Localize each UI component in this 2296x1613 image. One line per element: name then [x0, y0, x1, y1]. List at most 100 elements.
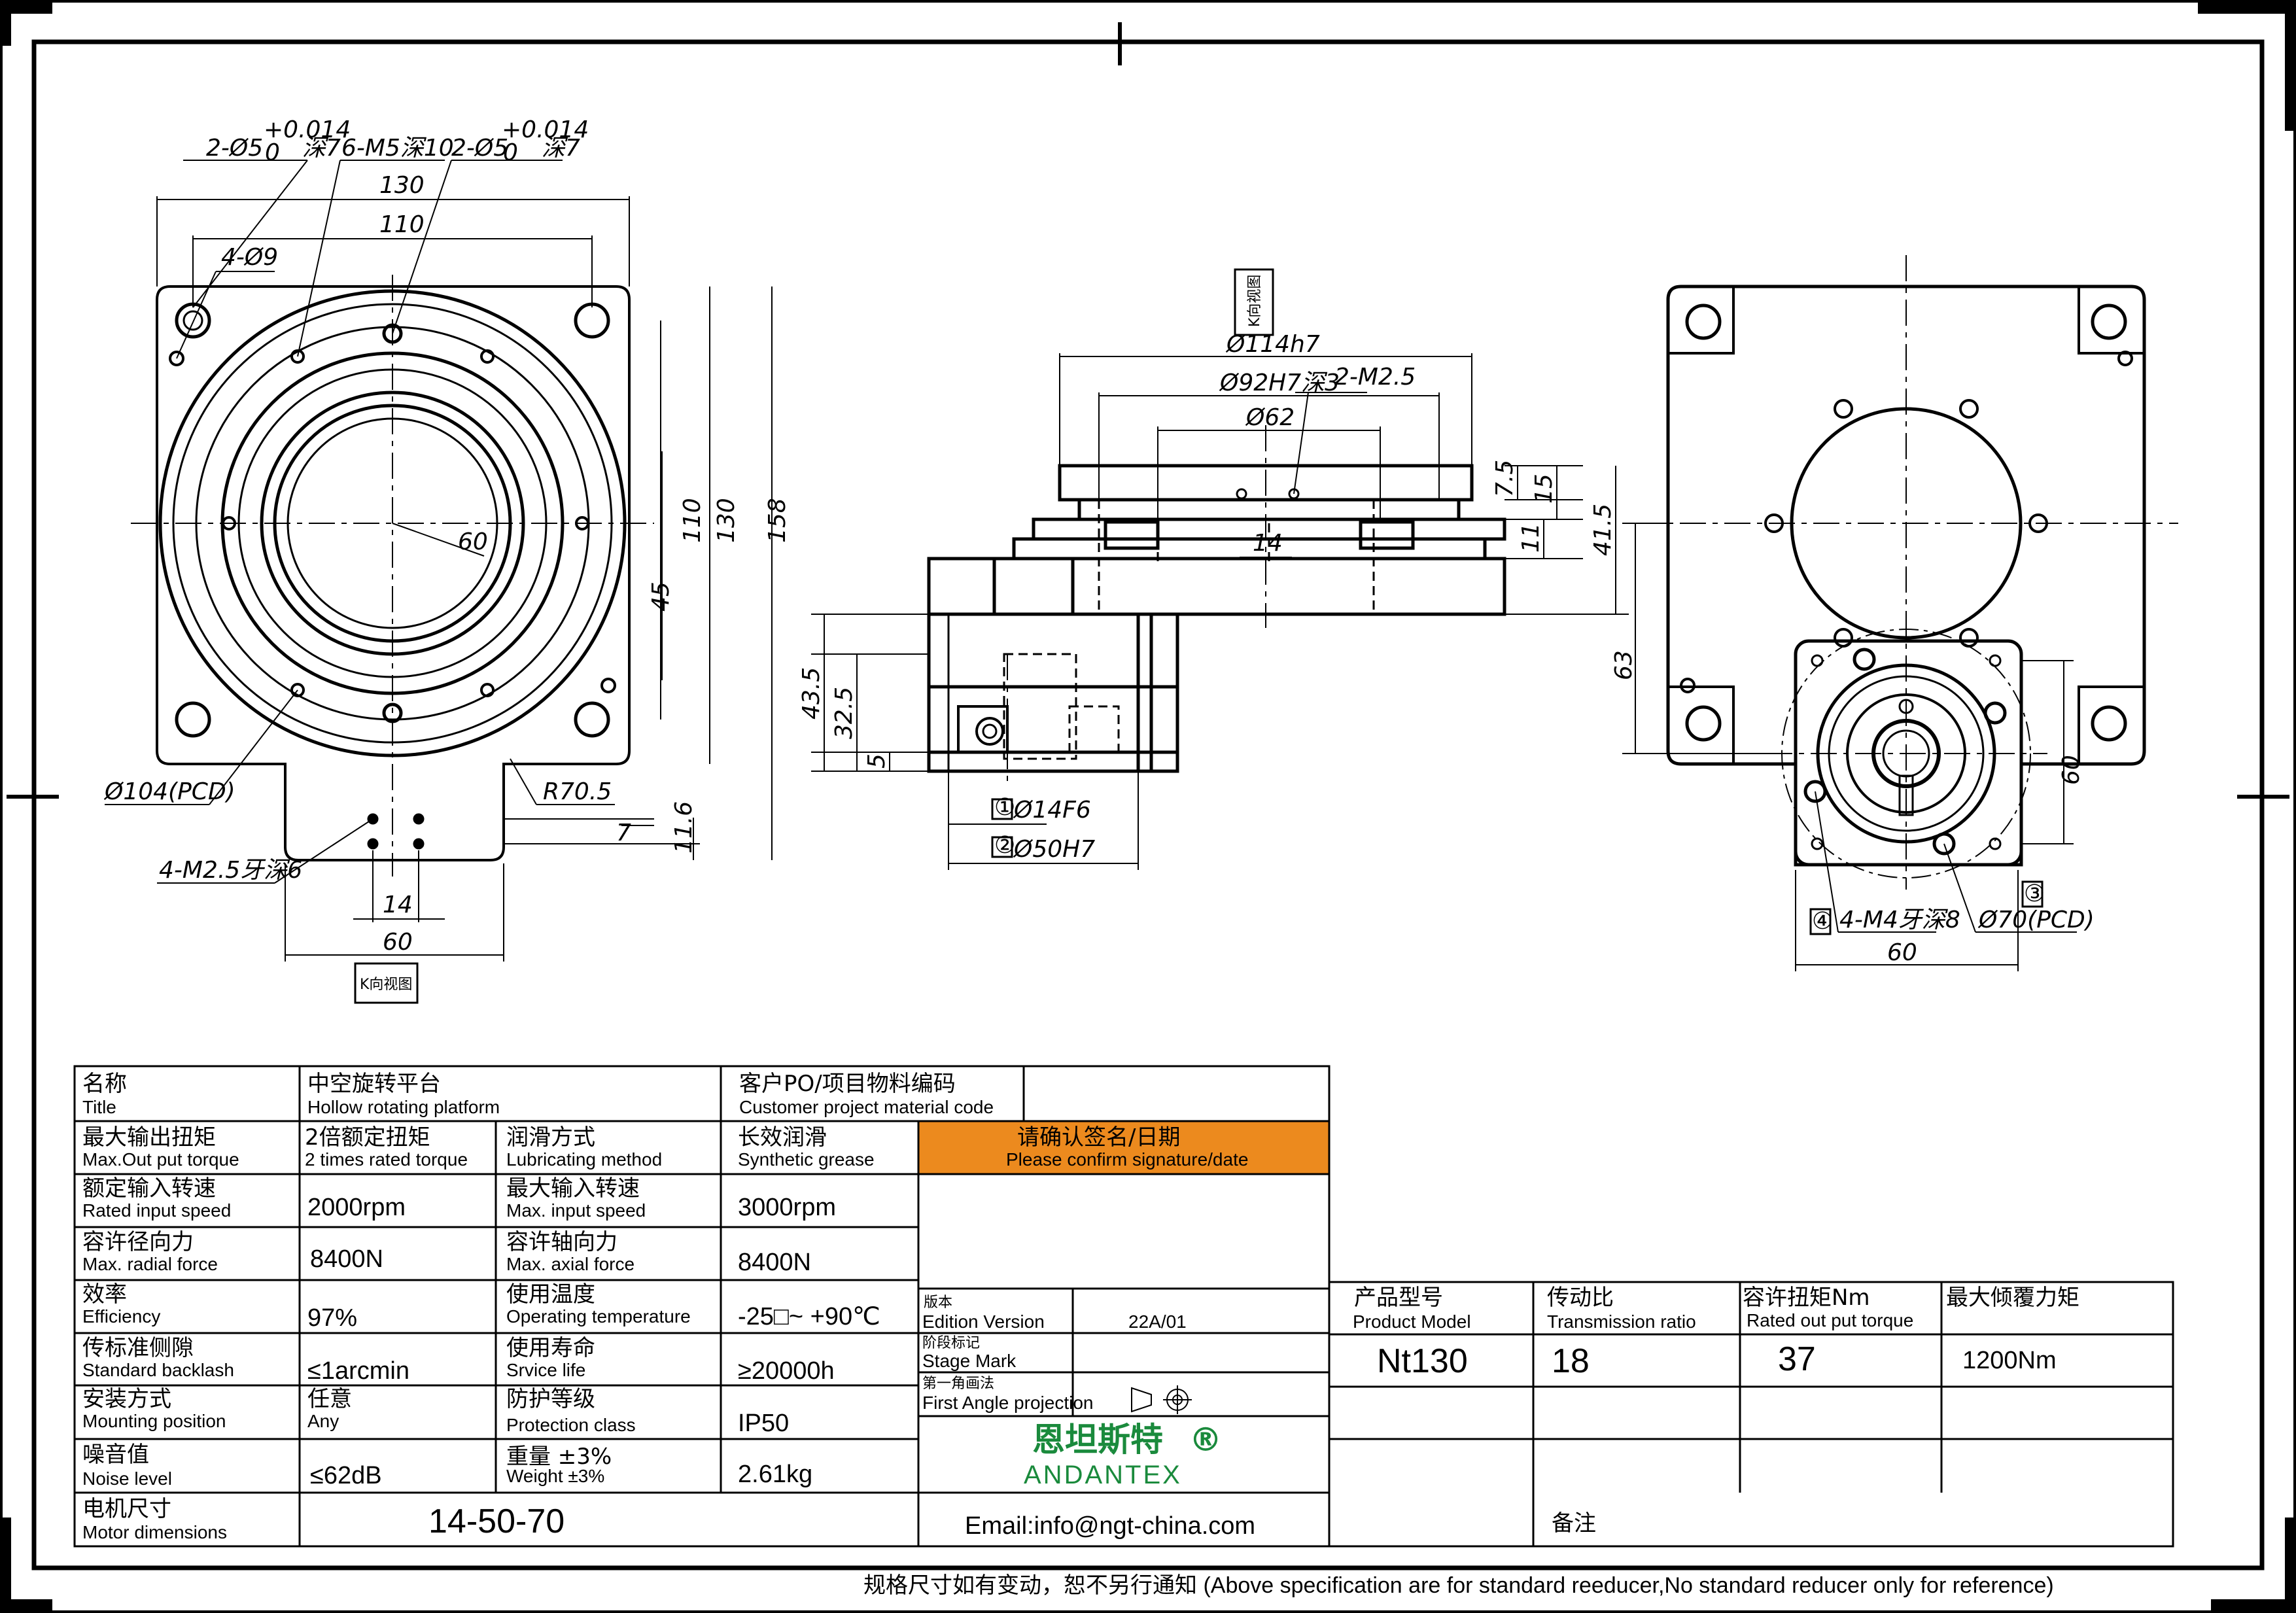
backlash-value: ≤1arcmin	[307, 1357, 409, 1385]
projection-en: First Angle projection	[922, 1393, 1093, 1413]
rated-speed-cn: 额定输入转速	[82, 1175, 216, 1202]
title-value-en: Hollow rotating platform	[307, 1097, 500, 1117]
lubrication-value-cn: 长效润滑	[738, 1124, 827, 1151]
dim-w-60: 60	[383, 929, 413, 956]
view-label-side: K向视图	[1247, 275, 1263, 327]
max-speed-value: 3000rpm	[738, 1194, 836, 1221]
dim-h-7: 7	[616, 820, 631, 846]
title-cn: 名称	[82, 1071, 127, 1097]
axial-force-cn: 容许轴向力	[506, 1229, 617, 1255]
mark-1-side: ①	[994, 794, 1015, 821]
right-view-labels: 63 60 60 ④ 4-M4牙深8 ③ Ø70(PCD)	[1610, 650, 2095, 966]
motor-cn: 电机尺寸	[82, 1496, 171, 1522]
email[interactable]: Email:info@ngt-china.com	[965, 1512, 1255, 1540]
title-en: Title	[82, 1097, 116, 1117]
dim-h-11-6: 11.6	[670, 801, 697, 854]
dim-h-15: 15	[1531, 474, 1557, 504]
noise-cn: 噪音值	[82, 1442, 149, 1468]
dim-d14: Ø14F6	[1013, 797, 1091, 824]
edition-value: 22A/01	[1128, 1311, 1187, 1332]
life-value: ≥20000h	[738, 1357, 835, 1385]
torque-value: 37	[1778, 1340, 1816, 1378]
dim-h-45: 45	[648, 581, 674, 612]
first-angle-projection-icon	[1132, 1385, 1192, 1414]
tilting-header-cn: 最大倾覆力矩	[1946, 1285, 2079, 1311]
max-torque-value-en: 2 times rated torque	[305, 1149, 468, 1170]
motor-value: 14-50-70	[428, 1502, 565, 1540]
projection-cn: 第一角画法	[922, 1376, 994, 1392]
lubrication-en: Lubricating method	[506, 1149, 662, 1170]
efficiency-value: 97%	[307, 1304, 357, 1332]
brand-en: ANDANTEX	[1024, 1461, 1182, 1489]
dim-pcd: Ø104(PCD)	[103, 778, 235, 805]
weight-value: 2.61kg	[738, 1461, 812, 1488]
mark-4: ④	[1812, 908, 1833, 935]
remark-label: 备注	[1552, 1510, 1596, 1536]
stage-cn: 阶段标记	[922, 1335, 980, 1351]
dim-h-60-right: 60	[2058, 755, 2085, 785]
mounting-value-cn: 任意	[307, 1386, 352, 1412]
weight-en: Weight ±3%	[506, 1466, 604, 1486]
dim-d50: Ø50H7	[1013, 836, 1095, 863]
dim-h-63: 63	[1610, 650, 1637, 680]
dim-pin-hole-1-depth: 深7	[302, 135, 341, 162]
side-view	[811, 269, 1629, 870]
dim-pin-hole-2-tol: +0.014	[502, 116, 589, 143]
noise-value: ≤62dB	[310, 1462, 382, 1489]
torque-header-en: Rated out put torque	[1747, 1310, 1913, 1330]
right-view	[1622, 255, 2178, 971]
dim-width-130: 130	[379, 172, 425, 199]
edition-cn: 版本	[924, 1294, 952, 1311]
weight-cn: 重量 ±3%	[506, 1444, 612, 1470]
spec-table-text: 名称 Title 中空旋转平台 Hollow rotating platform…	[82, 1071, 2079, 1542]
dim-width-110: 110	[379, 211, 425, 238]
dim-w-60-right: 60	[1887, 939, 1917, 966]
title-value-cn: 中空旋转平台	[307, 1071, 441, 1097]
top-view	[105, 160, 772, 1003]
protection-value: IP50	[738, 1410, 789, 1437]
dim-d92: Ø92H7深3	[1219, 370, 1340, 396]
dim-mount-holes: 4-Ø9	[221, 244, 278, 271]
efficiency-en: Efficiency	[82, 1306, 160, 1327]
dim-pin-hole-2: 2-Ø5	[451, 135, 508, 162]
dim-h-7-5: 7.5	[1491, 460, 1518, 497]
brand-reg: ®	[1189, 1421, 1222, 1459]
dim-pin-hole-2-depth: 深7	[542, 135, 580, 162]
side-view-labels: K向视图 Ø114h7 Ø92H7深3 2-M2.5 Ø62 7.5 15 11…	[798, 275, 1616, 863]
top-view-labels: 2-Ø5 +0.014 0 深7 6-M5深10 2-Ø5 +0.014 0 深…	[103, 116, 791, 993]
max-torque-value-cn: 2倍额定扭矩	[305, 1124, 430, 1151]
dim-w-14: 14	[383, 892, 413, 918]
ratio-value: 18	[1552, 1342, 1590, 1380]
backlash-en: Standard backlash	[82, 1360, 234, 1380]
ratio-header-en: Transmission ratio	[1547, 1311, 1696, 1332]
dim-h-41-5: 41.5	[1590, 504, 1616, 556]
efficiency-cn: 效率	[82, 1281, 127, 1308]
max-speed-en: Max. input speed	[506, 1200, 646, 1221]
axial-force-value: 8400N	[738, 1249, 811, 1276]
model-header-en: Product Model	[1353, 1311, 1471, 1332]
lubrication-value-en: Synthetic grease	[738, 1149, 875, 1170]
view-label-top: K向视图	[360, 977, 412, 993]
dim-d114: Ø114h7	[1225, 331, 1320, 358]
dim-pin-hole-1: 2-Ø5	[206, 135, 263, 162]
dim-pin-hole-1-tol-low: 0	[265, 139, 280, 166]
max-torque-en: Max.Out put torque	[82, 1149, 239, 1170]
po-cn: 客户PO/项目物料编码	[739, 1071, 956, 1097]
mounting-en: Mounting position	[82, 1411, 226, 1431]
protection-en: Protection class	[506, 1415, 636, 1435]
dim-h-32-5: 32.5	[831, 687, 858, 739]
brand-cn: 恩坦斯特	[1032, 1421, 1163, 1459]
dim-angle-60: 60	[458, 529, 488, 555]
dim-radius: R70.5	[543, 778, 612, 805]
lubrication-cn: 润滑方式	[506, 1124, 595, 1151]
dim-pin-hole-1-tol: +0.014	[264, 116, 351, 143]
radial-force-cn: 容许径向力	[82, 1229, 194, 1255]
footer-note: 规格尺寸如有变动，恕不另行通知 (Above specification are…	[863, 1573, 2054, 1598]
po-en: Customer project material code	[739, 1097, 994, 1117]
dim-m25: 2-M2.5	[1334, 364, 1416, 390]
model-value: Nt130	[1377, 1342, 1468, 1380]
model-header-cn: 产品型号	[1354, 1285, 1443, 1311]
temperature-value: -25□~ +90℃	[738, 1303, 880, 1330]
dim-d62: Ø62	[1245, 404, 1295, 431]
